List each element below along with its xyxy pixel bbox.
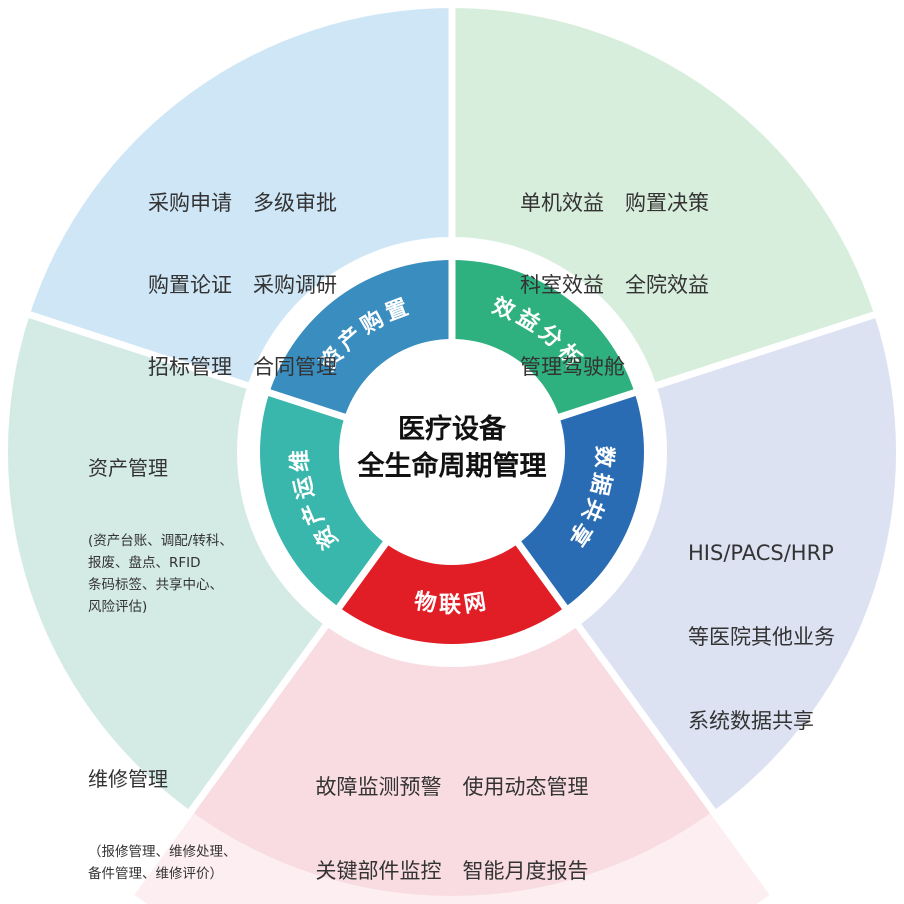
sector-text-asset-purchase: 采购申请 多级审批 购置论证 采购调研 招标管理 合同管理 xyxy=(148,142,337,429)
sector-asset-ops xyxy=(7,314,326,812)
ops-group-detail: （报修管理、维修处理、 备件管理、维修评价） xyxy=(88,844,237,882)
text-line: HIS/PACS/HRP xyxy=(688,541,834,565)
text-line: 管理驾驶舱 xyxy=(520,355,625,379)
ops-group-maintenance: 维修管理 （报修管理、维修处理、 备件管理、维修评价） xyxy=(88,700,293,904)
text-line: 采购申请 多级审批 xyxy=(148,191,337,215)
ring-label-iot: 物联网 xyxy=(412,588,487,618)
ops-group-asset-mgmt: 资产管理 (资产台账、调配/转科、 报废、盘点、RFID 条码标签、共享中心、 … xyxy=(88,414,293,659)
sector-text-data-sharing: HIS/PACS/HRP 等医院其他业务 系统数据共享 xyxy=(688,490,835,784)
text-line: 等医院其他业务 xyxy=(688,625,835,649)
ops-group-title: 维修管理 xyxy=(88,767,168,791)
text-line: 购置论证 采购调研 xyxy=(148,273,337,297)
ring-segment-data-sharing xyxy=(517,392,644,608)
text-line: 招标管理 合同管理 xyxy=(148,355,337,379)
ring-segment-asset-purchase xyxy=(269,260,452,418)
text-line: 科室效益 全院效益 xyxy=(520,273,709,297)
text-line: 关键部件监控 智能月度报告 xyxy=(315,859,589,883)
sector-iot xyxy=(191,625,713,897)
sector-text-asset-ops: 资产管理 (资产台账、调配/转科、 报废、盘点、RFID 条码标签、共享中心、 … xyxy=(88,373,293,904)
center-circle xyxy=(339,339,565,565)
ring-segment-asset-ops xyxy=(260,392,387,608)
sector-data-sharing xyxy=(578,314,897,812)
svg-text:物联网: 物联网 xyxy=(412,588,491,618)
ops-group-detail: (资产台账、调配/转科、 报废、盘点、RFID 条码标签、共享中心、 风险评估) xyxy=(88,533,233,615)
sector-asset-purchase xyxy=(29,7,452,386)
text-line: 单机效益 购置决策 xyxy=(520,191,709,215)
text-line: 系统数据共享 xyxy=(688,709,814,733)
ops-group-title: 资产管理 xyxy=(88,456,168,480)
ring-segment-iot xyxy=(339,542,565,645)
text-line: 故障监测预警 使用动态管理 xyxy=(315,775,589,799)
sector-text-benefit-analysis: 单机效益 购置决策 科室效益 全院效益 管理驾驶舱 xyxy=(520,142,709,429)
sector-text-iot: 故障监测预警 使用动态管理 关键部件监控 智能月度报告 xyxy=(252,724,652,904)
sector-benefit-analysis xyxy=(452,8,875,386)
center-title: 医疗设备 全生命周期管理 xyxy=(357,414,547,482)
ring-segment-benefit-analysis xyxy=(452,260,635,418)
